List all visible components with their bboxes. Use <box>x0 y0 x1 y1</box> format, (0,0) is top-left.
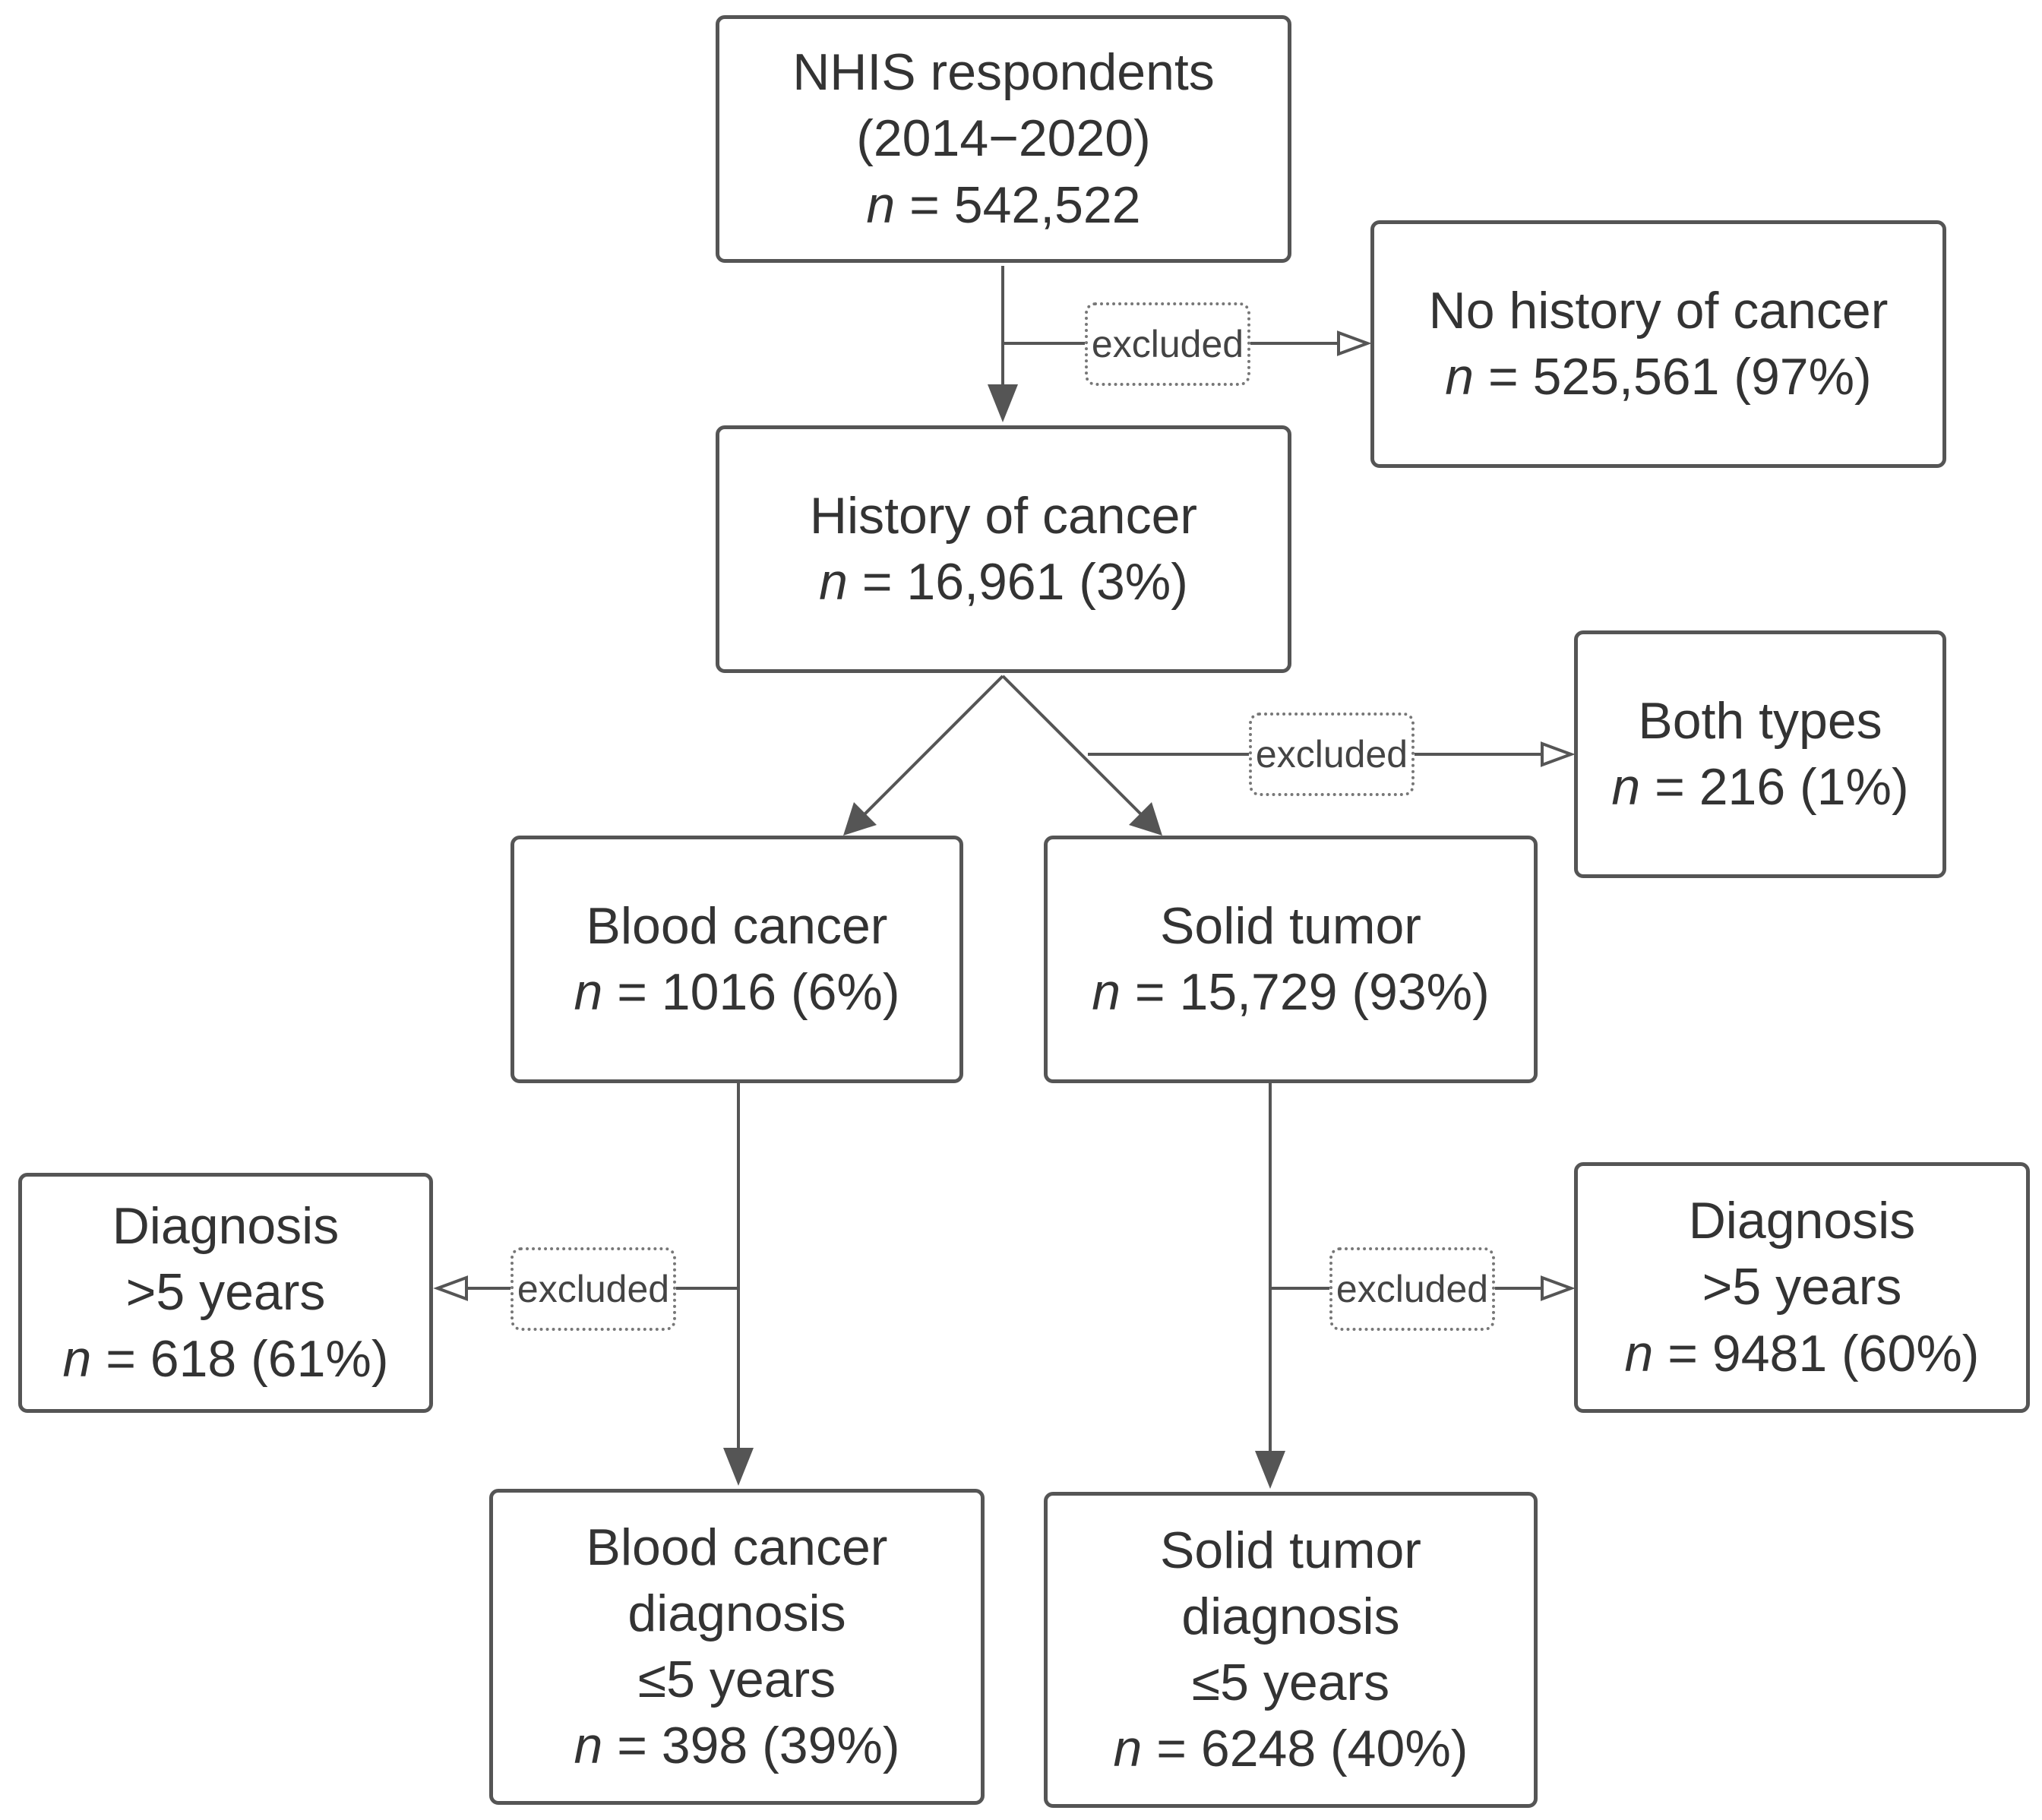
box-blood-diagnosis-over-5-years: Diagnosis >5 years n = 618 (61%) <box>18 1173 433 1413</box>
n-value: = 398 (39%) <box>602 1717 900 1775</box>
n-symbol: n <box>866 175 896 234</box>
box-blood-cancer: Blood cancer n = 1016 (6%) <box>510 836 963 1083</box>
box-line: Solid tumor <box>1160 1521 1421 1579</box>
n-value: = 618 (61%) <box>91 1329 389 1388</box>
box-count: n = 1016 (6%) <box>574 959 899 1025</box>
box-count: n = 525,561 (97%) <box>1445 344 1871 410</box>
box-nhis-respondents: NHIS respondents (2014−2020) n = 542,522 <box>716 15 1291 263</box>
box-line: NHIS respondents <box>792 43 1215 102</box>
arrowhead-both-types <box>1541 741 1576 767</box>
box-line: Both types <box>1638 691 1882 750</box>
box-no-history-of-cancer: No history of cancer n = 525,561 (97%) <box>1370 220 1946 468</box>
box-line: ≤5 years <box>1191 1654 1390 1711</box>
excluded-tag-both-types: excluded <box>1249 713 1415 796</box>
box-count: n = 618 (61%) <box>62 1326 388 1392</box>
box-line: No history of cancer <box>1428 281 1889 340</box>
n-symbol: n <box>1611 758 1641 816</box>
n-value: = 1016 (6%) <box>602 963 900 1021</box>
box-line: ≤5 years <box>637 1651 836 1708</box>
box-line: >5 years <box>1702 1258 1902 1316</box>
n-value: = 9481 (60%) <box>1653 1324 1980 1382</box>
box-line: Diagnosis <box>112 1197 340 1256</box>
n-symbol: n <box>1624 1324 1654 1382</box>
box-history-of-cancer: History of cancer n = 16,961 (3%) <box>716 425 1291 673</box>
box-line: Diagnosis <box>1688 1192 1916 1250</box>
n-value: = 525,561 (97%) <box>1474 348 1872 406</box>
arrowhead-blood <box>843 802 877 836</box>
arrowhead-solid-final <box>1255 1451 1285 1489</box>
excluded-tag-blood: excluded <box>510 1247 676 1331</box>
arrowhead-history <box>988 384 1018 422</box>
box-both-types: Both types n = 216 (1%) <box>1574 630 1946 878</box>
arrow-history-to-solid <box>1001 675 1155 828</box>
box-line: diagnosis <box>627 1584 846 1642</box>
box-line: Blood cancer <box>586 896 888 955</box>
box-line: (2014−2020) <box>856 109 1151 168</box>
box-count: n = 16,961 (3%) <box>819 549 1188 615</box>
n-symbol: n <box>574 1717 603 1775</box>
arrowhead-blood-final <box>723 1448 754 1486</box>
arrowhead-solid <box>1129 802 1162 836</box>
excluded-tag-no-history: excluded <box>1085 302 1250 386</box>
n-value: = 6248 (40%) <box>1142 1720 1468 1778</box>
box-line: History of cancer <box>809 486 1198 545</box>
box-count: n = 15,729 (93%) <box>1092 959 1490 1025</box>
n-symbol: n <box>62 1329 92 1388</box>
n-symbol: n <box>574 963 603 1021</box>
arrow-history-to-blood <box>851 675 1004 828</box>
n-value: = 16,961 (3%) <box>847 553 1188 611</box>
box-count: n = 398 (39%) <box>574 1713 899 1779</box>
box-count: n = 216 (1%) <box>1611 754 1908 820</box>
arrowhead-blood-excluded <box>433 1275 468 1301</box>
box-solid-tumor: Solid tumor n = 15,729 (93%) <box>1044 836 1538 1083</box>
box-solid-diagnosis-over-5-years: Diagnosis >5 years n = 9481 (60%) <box>1574 1162 2030 1413</box>
n-value: = 216 (1%) <box>1640 758 1909 816</box>
n-symbol: n <box>1092 963 1121 1021</box>
box-count: n = 9481 (60%) <box>1625 1321 1980 1387</box>
box-line: >5 years <box>125 1263 326 1322</box>
n-symbol: n <box>1445 348 1475 406</box>
n-symbol: n <box>819 553 848 611</box>
arrowhead-no-history <box>1337 330 1372 356</box>
n-value: = 542,522 <box>895 175 1141 234</box>
box-count: n = 542,522 <box>866 172 1140 239</box>
n-symbol: n <box>1113 1720 1143 1778</box>
box-blood-cancer-diagnosis-within-5-years: Blood cancer diagnosis ≤5 years n = 398 … <box>489 1489 985 1805</box>
arrowhead-solid-excluded <box>1541 1275 1576 1301</box>
box-solid-tumor-diagnosis-within-5-years: Solid tumor diagnosis ≤5 years n = 6248 … <box>1044 1492 1538 1808</box>
box-line: Blood cancer <box>586 1518 888 1576</box>
box-line: Solid tumor <box>1160 896 1421 955</box>
excluded-tag-solid: excluded <box>1329 1247 1495 1331</box>
box-count: n = 6248 (40%) <box>1114 1716 1468 1782</box>
n-value: = 15,729 (93%) <box>1121 963 1490 1021</box>
box-line: diagnosis <box>1181 1587 1400 1645</box>
